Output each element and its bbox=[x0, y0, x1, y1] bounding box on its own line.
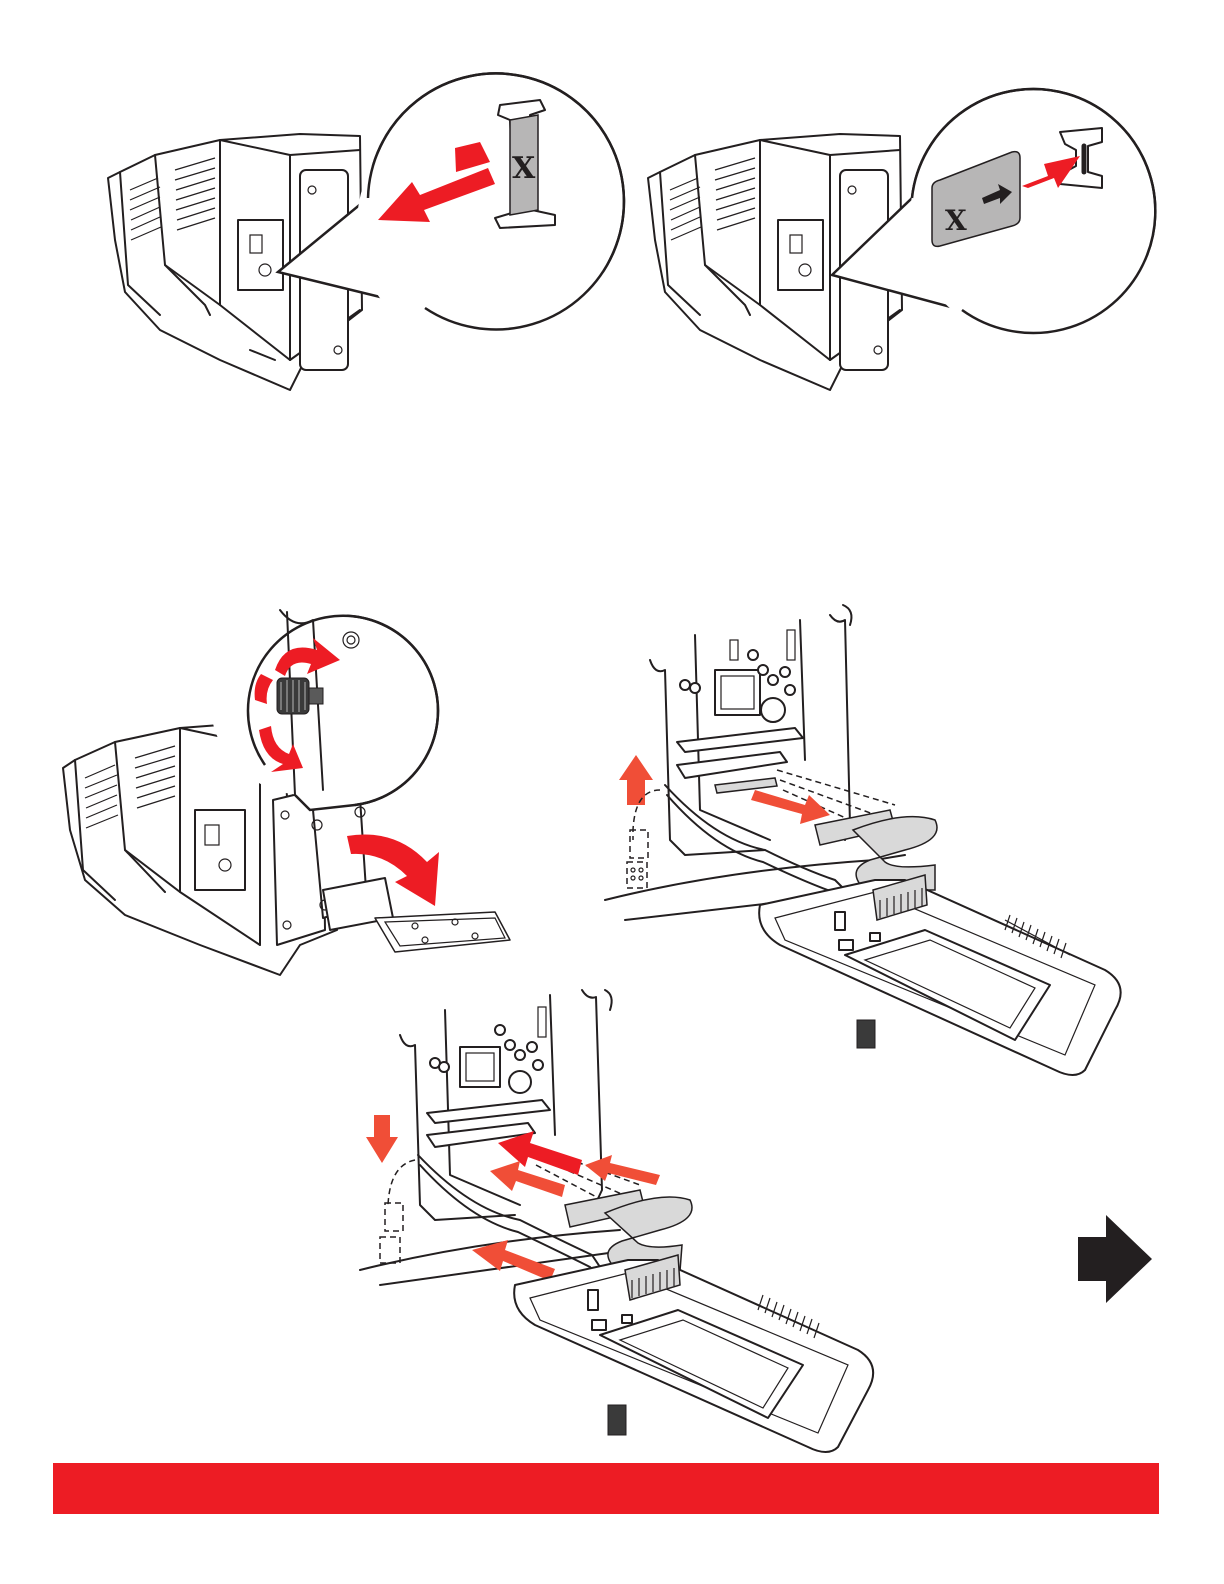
pull-arrow-icon bbox=[751, 790, 830, 824]
up-arrow-icon bbox=[619, 755, 653, 805]
svg-text:X: X bbox=[945, 204, 967, 237]
remove-configuration-card-illustration: X bbox=[100, 60, 620, 400]
configuration-card-icon: X bbox=[510, 115, 538, 215]
down-arrow-icon bbox=[366, 1115, 398, 1163]
insert-configuration-card-illustration: X bbox=[640, 60, 1160, 400]
connect-hard-drive-cables-illustration bbox=[360, 985, 890, 1455]
next-page-arrow-icon[interactable] bbox=[1076, 1215, 1152, 1303]
loosen-thumbscrew-open-panel-illustration bbox=[55, 600, 515, 990]
footer-color-bar bbox=[53, 1463, 1159, 1514]
hard-drive-icon bbox=[514, 1255, 873, 1452]
svg-text:X: X bbox=[512, 151, 536, 186]
